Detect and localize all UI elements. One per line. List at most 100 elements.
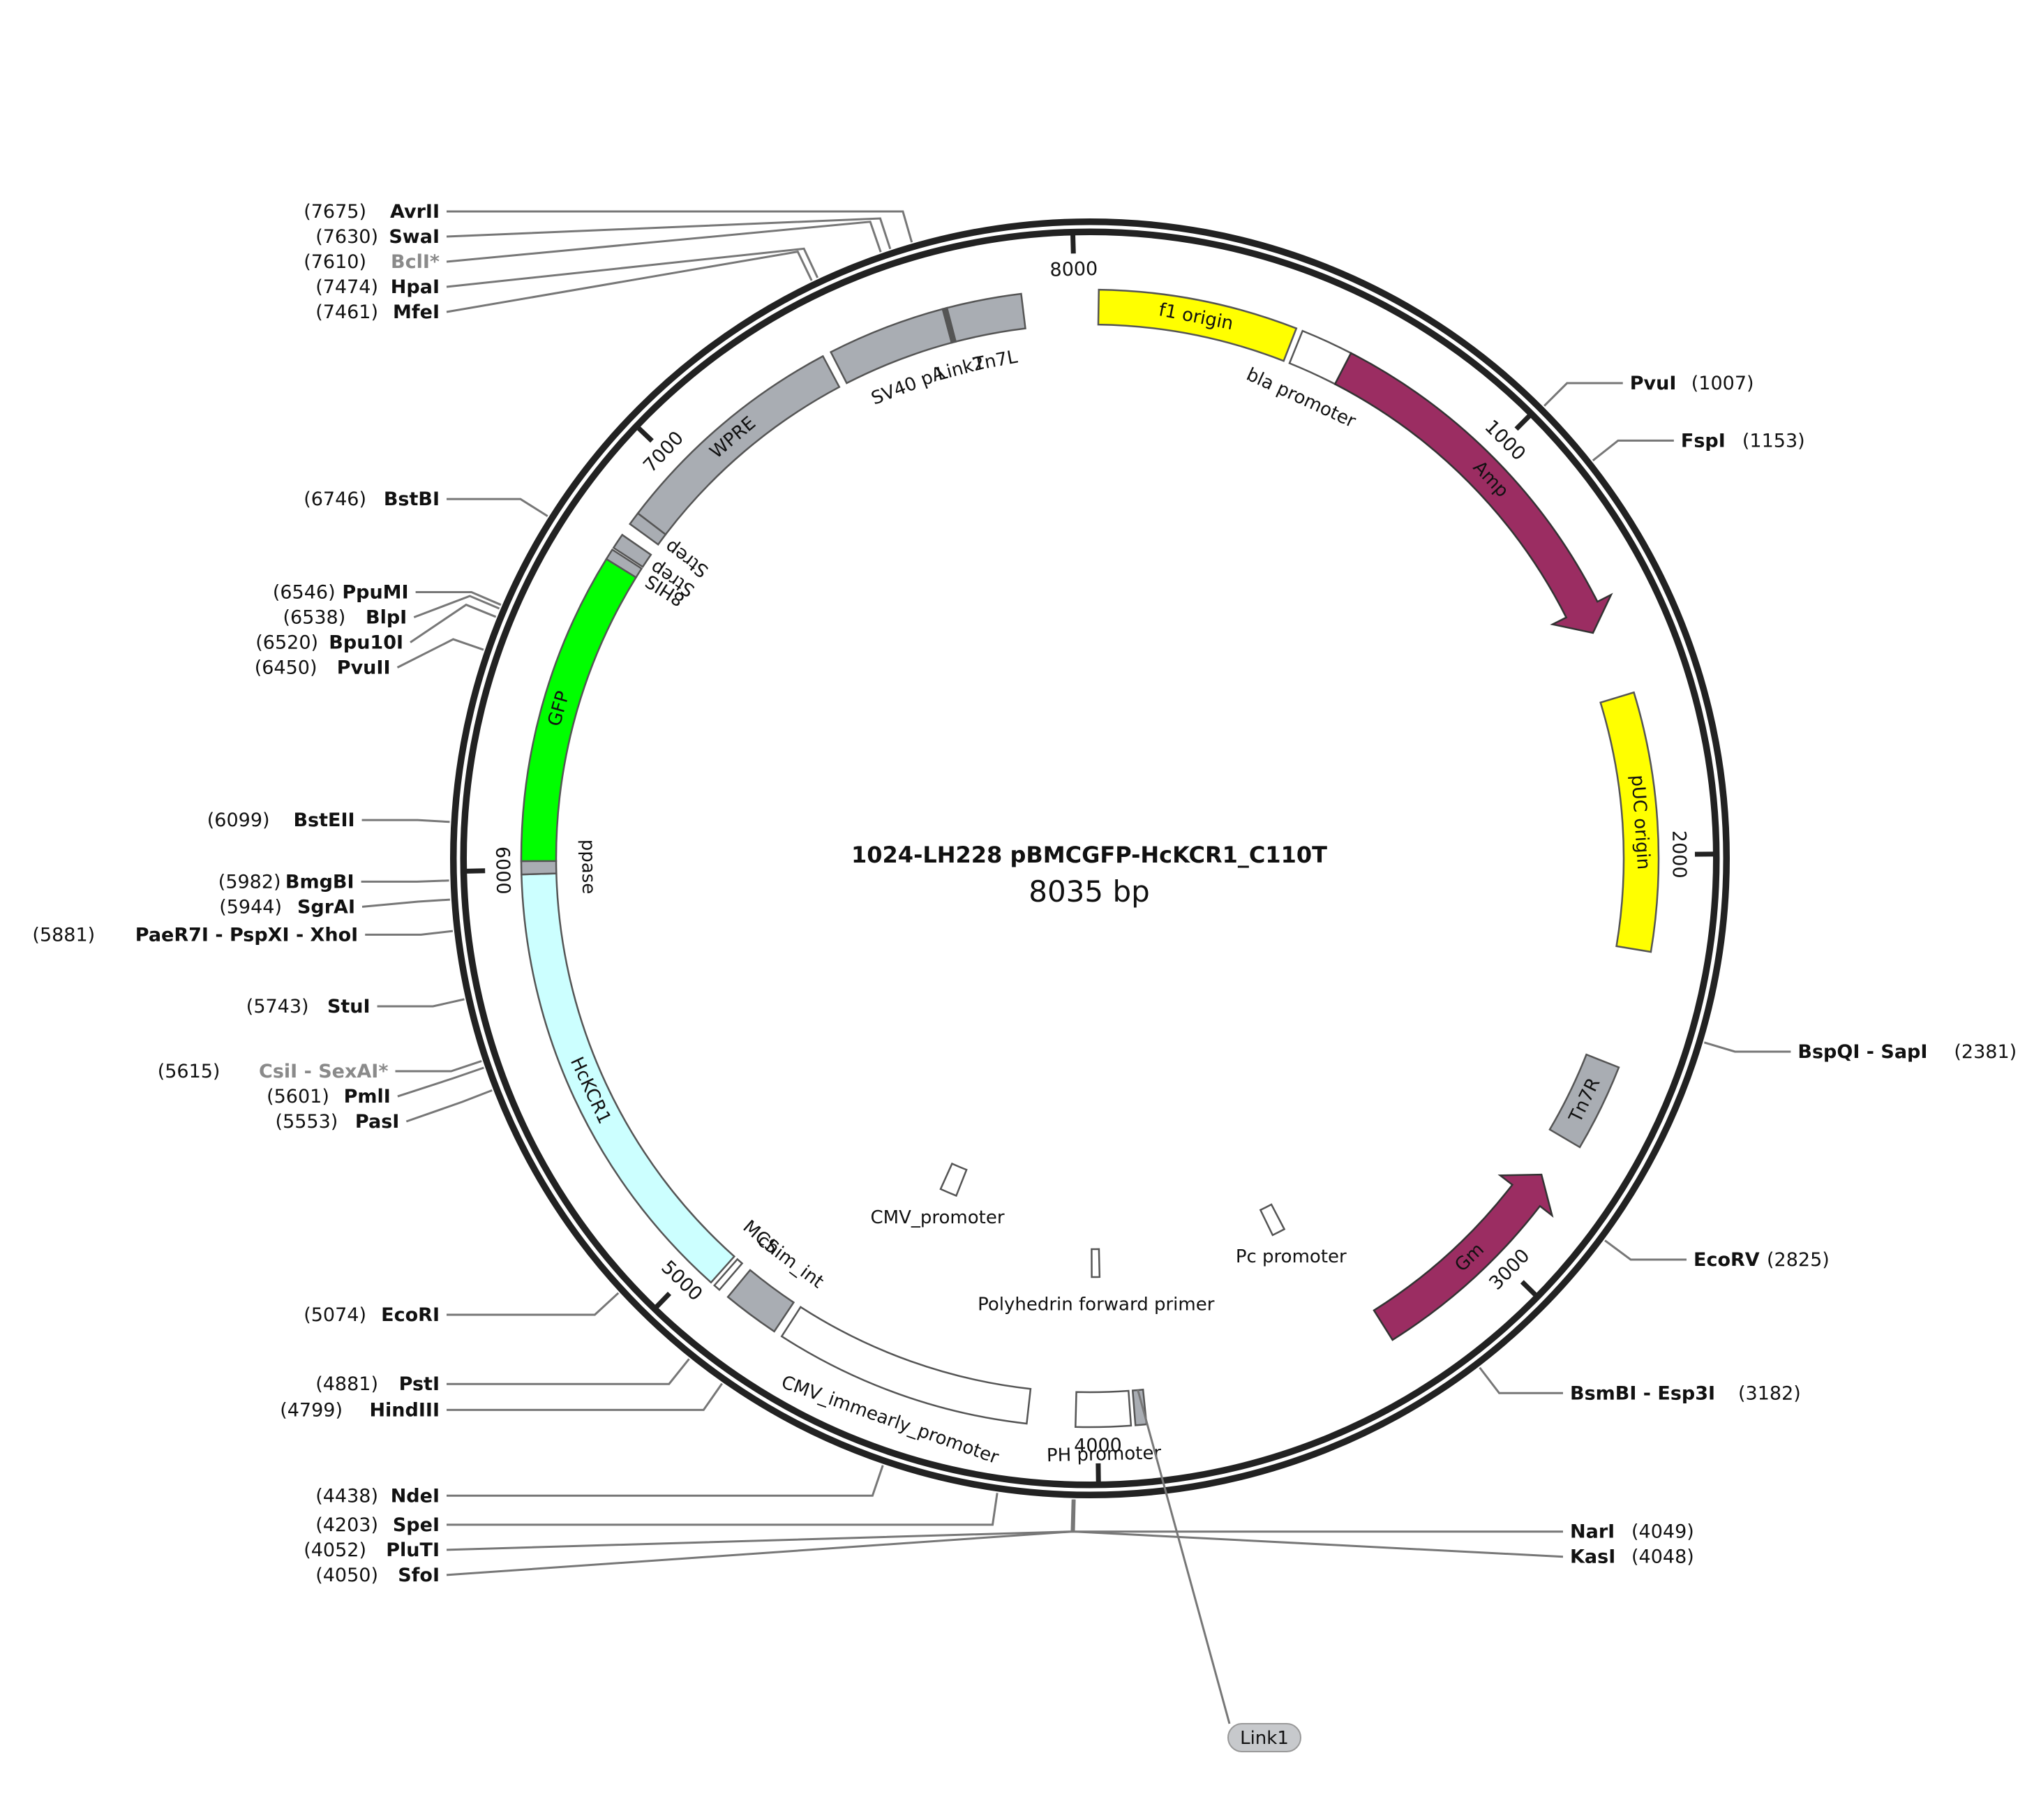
site-position: (2381) — [1954, 1041, 2017, 1063]
site-leader — [365, 930, 454, 936]
site-hpai: HpaI (7474) — [315, 247, 819, 298]
site-position: (3182) — [1738, 1382, 1801, 1404]
site-position: (1007) — [1691, 373, 1754, 394]
site-name: BmgBI — [285, 871, 354, 893]
site-bsmbi-esp3i: BsmBI - Esp3I(3182) — [1479, 1366, 1801, 1404]
site-csii-sexai-: CsiI - SexAI*(5615) — [158, 1060, 482, 1082]
tick-mark — [654, 1292, 672, 1310]
feature-label: Polyhedrin forward primer — [978, 1294, 1215, 1315]
site-name: PasI — [355, 1111, 399, 1133]
site-bmgbi: BmgBI(5982) — [218, 871, 449, 893]
site-ndei: NdeI(4438) — [315, 1465, 884, 1507]
site-name: HpaI — [391, 276, 440, 298]
feature-cmv-promoter: CMV_promoter — [871, 1162, 1005, 1228]
site-name: KasI — [1570, 1546, 1615, 1568]
site-position: (7461) — [315, 301, 378, 323]
feature-sv40-pa: SV40 pA — [829, 308, 953, 410]
site-name: NarI — [1570, 1521, 1615, 1543]
site-leader — [405, 1089, 493, 1123]
site-name: BclI* — [391, 251, 440, 273]
site-leader — [395, 1060, 482, 1073]
site-mfei: MfeI (7461) — [315, 250, 813, 323]
site-name: PpuMI — [342, 582, 408, 604]
site-position: (4799) — [280, 1399, 343, 1421]
site-swai: SwaI(7630) — [315, 217, 892, 250]
site-bcli-: BclI* (7610) — [304, 221, 882, 273]
site-leader — [396, 638, 484, 669]
site-position: (7610) — [304, 251, 366, 273]
callout-badge — [1227, 1723, 1301, 1752]
callout-line — [1137, 1389, 1231, 1724]
site-position: (4438) — [315, 1485, 378, 1507]
feature-tn7r: Tn7R — [1548, 1053, 1620, 1149]
feature-arrow — [1373, 1173, 1554, 1341]
feature-label: ppase — [577, 839, 599, 894]
feature-block — [636, 355, 841, 536]
site-position: (5881) — [32, 924, 95, 946]
site-leader — [446, 221, 882, 263]
site-sfoi: SfoI(4050) — [315, 1499, 1075, 1586]
feature-block — [520, 860, 558, 876]
feature-block — [1599, 691, 1660, 953]
feature-link1: Link1 — [1131, 1388, 1301, 1752]
site-position: (4048) — [1631, 1546, 1694, 1568]
feature-block — [939, 1162, 968, 1198]
site-leader — [446, 217, 892, 250]
site-psti: PstI (4881) — [315, 1358, 690, 1395]
site-leader — [447, 210, 913, 243]
feature-block — [612, 533, 652, 568]
site-leader — [1703, 1041, 1791, 1053]
feature-label: CMV_promoter — [871, 1207, 1005, 1228]
feature-label: PH promoter — [1047, 1442, 1162, 1466]
site-name: BstBI — [384, 488, 440, 510]
feature-block — [1075, 1389, 1132, 1429]
site-position: (1153) — [1742, 430, 1805, 452]
plasmid-name: 1024-LH228 pBMCGFP-HcKCR1_C110T — [851, 842, 1327, 868]
site-name: BstEII — [293, 810, 354, 831]
site-position: (5601) — [267, 1086, 329, 1107]
site-position: (4881) — [315, 1373, 378, 1395]
tick-mark — [1070, 234, 1076, 254]
feature-puc-origin: pUC origin — [1599, 691, 1660, 953]
site-position: (6538) — [283, 607, 345, 629]
feature-amp: Amp — [1333, 352, 1613, 634]
site-name: MfeI — [393, 301, 440, 323]
site-position: (6746) — [304, 488, 366, 510]
site-name: StuI — [327, 996, 371, 1017]
feature-cmv-immearly-promoter: CMV_immearly_promoter — [779, 1306, 1032, 1468]
site-kasi: KasI (4048) — [1072, 1499, 1694, 1568]
site-ecori: EcoRI(5074) — [304, 1292, 620, 1326]
site-name: EcoRI — [381, 1304, 440, 1326]
site-name: AvrII — [390, 201, 440, 223]
site-name: FspI — [1681, 430, 1726, 452]
site-spei: SpeI(4203) — [315, 1493, 999, 1536]
site-pmli: PmlI (5601) — [267, 1066, 484, 1107]
site-position: (7630) — [315, 226, 378, 248]
site-sgrai: SgrAI(5944) — [219, 896, 450, 918]
site-leader — [377, 998, 465, 1008]
site-blpi: BlpI(6538) — [283, 595, 500, 629]
feature-label: Tn7L — [971, 346, 1019, 375]
site-position: (6520) — [255, 632, 318, 654]
site-position: (5553) — [276, 1111, 338, 1133]
site-leader — [413, 595, 500, 618]
site-leader — [446, 1499, 1075, 1576]
site-name: PstI — [399, 1373, 440, 1395]
site-leader — [1072, 1499, 1564, 1558]
feature-block — [726, 1269, 795, 1333]
site-position: (5982) — [218, 871, 281, 893]
tick-label: 8000 — [1049, 258, 1098, 281]
feature-gm: Gm — [1373, 1173, 1554, 1341]
site-leader — [446, 247, 819, 288]
site-stui: StuI(5743) — [246, 996, 465, 1017]
site-name: BspQI - SapI — [1797, 1041, 1927, 1063]
site-name: SfoI — [398, 1565, 440, 1586]
site-position: (6099) — [207, 810, 270, 831]
site-name: PmlI — [344, 1086, 391, 1107]
site-leader — [447, 1382, 723, 1411]
site-position: (7474) — [315, 276, 378, 298]
site-avrii: AvrII(7675) — [304, 201, 913, 243]
feature-block — [1131, 1388, 1148, 1426]
site-leader — [1072, 1499, 1563, 1533]
